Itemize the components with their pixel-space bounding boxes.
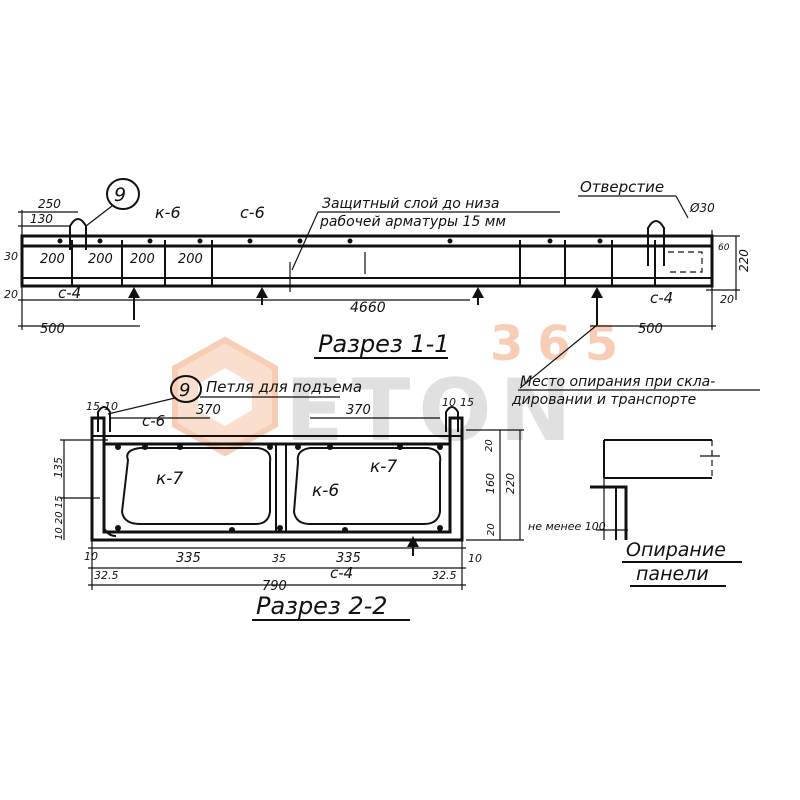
dimension-lines-1-1 bbox=[18, 210, 740, 330]
dim-15-right: 15 bbox=[460, 396, 474, 409]
support-note-line2: дировании и транспорте bbox=[511, 392, 696, 408]
frame-k6-label-2-2: к-6 bbox=[312, 481, 339, 501]
beam-1-1-stirrups bbox=[71, 240, 656, 292]
support-detail: не менее 100 Опирание панели bbox=[528, 439, 742, 587]
dim-160: 160 bbox=[484, 473, 497, 494]
dim-left-stack: 10 20 15 bbox=[54, 495, 65, 540]
dim-335-right: 335 bbox=[336, 551, 361, 566]
hole-diameter: Ø30 bbox=[689, 201, 715, 215]
frame-k6-label: к-6 bbox=[155, 203, 181, 222]
void-right bbox=[292, 447, 442, 525]
mesh-c6-label-2-2: с-6 bbox=[142, 412, 165, 430]
section-1-1: 9 250 130 30 20 к-6 с-6 Защитный слой до… bbox=[4, 178, 751, 359]
section-2-2-title: Разрез 2-2 bbox=[256, 592, 388, 620]
dim-370-left: 370 bbox=[196, 403, 221, 418]
dim-10-left: 10 bbox=[104, 400, 118, 413]
support-title-line1: Опирание bbox=[626, 539, 726, 561]
beam-1-1-rebar-dots bbox=[57, 238, 603, 244]
protective-layer-leader bbox=[291, 211, 319, 271]
section-2-2-rebar-dots bbox=[115, 444, 443, 533]
dim-30: 30 bbox=[4, 250, 18, 263]
mark-9-label: 9 bbox=[114, 184, 126, 206]
support-title-line2: панели bbox=[636, 563, 709, 585]
hole-detail bbox=[668, 251, 703, 273]
hole-label: Отверстие bbox=[580, 178, 664, 196]
dim-20-left: 20 bbox=[4, 288, 18, 301]
dim-790: 790 bbox=[262, 579, 287, 594]
section-1-1-title: Разрез 1-1 bbox=[318, 330, 450, 358]
dim-220-right: 220 bbox=[737, 249, 751, 272]
dimension-lines-2-2 bbox=[60, 417, 524, 590]
loop-mark-circle-1-1 bbox=[106, 178, 140, 210]
dim-220-2-2: 220 bbox=[504, 473, 517, 494]
dim-4660: 4660 bbox=[350, 300, 386, 316]
dim-500-left: 500 bbox=[40, 322, 65, 337]
dim-135: 135 bbox=[52, 457, 65, 478]
dim-335-left: 335 bbox=[176, 551, 201, 566]
support-min-note: не менее 100 bbox=[528, 520, 606, 533]
mesh-c6-label: с-6 bbox=[240, 203, 265, 222]
protective-layer-text-1: Защитный слой до низа bbox=[322, 196, 499, 212]
dim-325-left: 32.5 bbox=[94, 569, 119, 582]
lifting-loop-2-2-right bbox=[445, 406, 459, 432]
dim-10-bottom-right: 10 bbox=[468, 552, 482, 565]
dim-200-a: 200 bbox=[40, 252, 65, 267]
support-note-line1: Место опирания при скла- bbox=[520, 374, 715, 390]
mesh-c4-left: с-4 bbox=[58, 284, 81, 302]
dim-370-right: 370 bbox=[346, 403, 371, 418]
lifting-loop-2-2-left bbox=[97, 406, 111, 432]
dim-500-right: 500 bbox=[638, 322, 663, 337]
dim-small-right: 60 bbox=[718, 243, 730, 253]
frame-k7-right-label: к-7 bbox=[370, 457, 397, 477]
frame-k7-left-label: к-7 bbox=[156, 469, 183, 489]
dim-15-left: 15 bbox=[86, 400, 100, 413]
section-2-2: 9 Петля для подъема 15 10 370 370 10 15 … bbox=[52, 375, 524, 621]
dim-200-c: 200 bbox=[130, 252, 155, 267]
dim-35: 35 bbox=[272, 552, 286, 565]
mesh-c4-right: с-4 bbox=[650, 289, 673, 307]
mesh-c4-label-2-2: с-4 bbox=[330, 564, 353, 582]
dim-200-d: 200 bbox=[178, 252, 203, 267]
dim-200-b: 200 bbox=[88, 252, 113, 267]
loop-mark-circle-2-2 bbox=[170, 375, 202, 403]
support-note: Место опирания при скла- дировании и тра… bbox=[511, 324, 760, 408]
dim-10-bottom-left: 10 bbox=[84, 550, 98, 563]
dim-20-right-2-2: 20 bbox=[484, 439, 495, 452]
dim-20-b: 20 bbox=[486, 523, 497, 536]
support-arrows-1-1 bbox=[128, 287, 603, 325]
dim-10-right: 10 bbox=[442, 396, 456, 409]
watermark: 365 ETON bbox=[172, 316, 618, 461]
dim-250: 250 bbox=[38, 197, 61, 211]
dim-130: 130 bbox=[30, 212, 53, 226]
dim-20-right: 20 bbox=[720, 293, 734, 306]
void-left bbox=[120, 447, 272, 525]
protective-layer-text-2: рабочей арматуры 15 мм bbox=[319, 214, 506, 230]
support-bracket bbox=[590, 485, 628, 540]
dim-325-right: 32.5 bbox=[432, 569, 457, 582]
lifting-loop-right bbox=[647, 220, 665, 266]
mark-9-label-2-2: 9 bbox=[179, 380, 190, 401]
loop-label: Петля для подъема bbox=[206, 378, 362, 396]
